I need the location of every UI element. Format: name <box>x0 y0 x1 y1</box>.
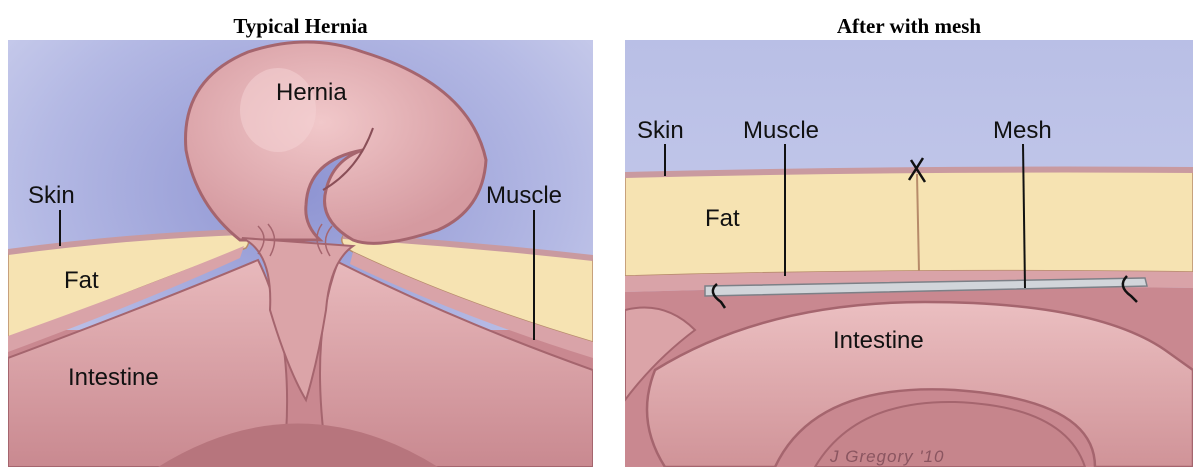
label-skin: Skin <box>637 117 684 144</box>
label-muscle: Muscle <box>743 117 819 144</box>
label-mesh: Mesh <box>993 117 1052 144</box>
hernia-illustration: Hernia Skin Muscle Fat Intestine <box>8 40 593 467</box>
right-panel-title: After with mesh <box>625 14 1193 39</box>
label-intestine: Intestine <box>68 364 159 391</box>
label-intestine: Intestine <box>833 327 924 354</box>
mesh-repair-illustration: Skin Muscle Mesh Fat Intestine J Gregory… <box>625 40 1193 467</box>
left-panel-title: Typical Hernia <box>8 14 593 39</box>
artist-signature: J Gregory '10 <box>829 447 945 466</box>
label-hernia: Hernia <box>276 79 347 106</box>
label-fat: Fat <box>705 205 740 232</box>
label-muscle: Muscle <box>486 182 562 209</box>
label-skin: Skin <box>28 182 75 209</box>
label-fat: Fat <box>64 267 99 294</box>
